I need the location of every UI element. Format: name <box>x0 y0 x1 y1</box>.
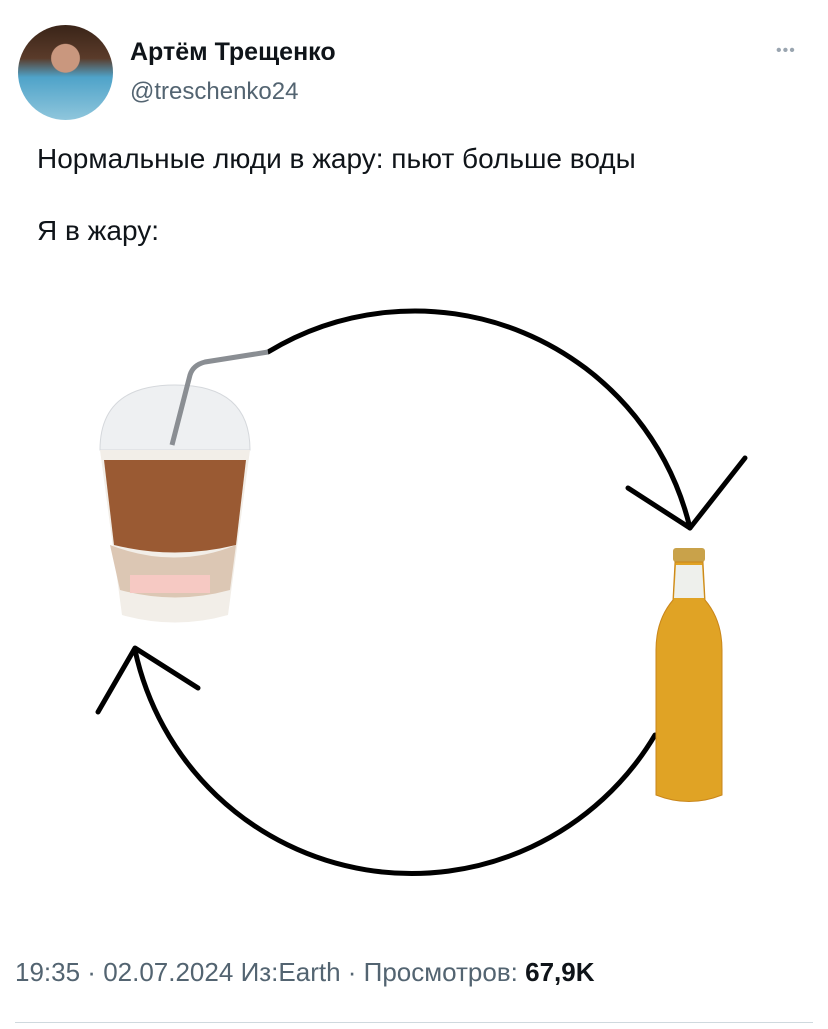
separator: · <box>80 957 104 987</box>
iced-coffee-image <box>99 349 269 623</box>
bottom-arrowhead <box>95 645 201 715</box>
avatar[interactable] <box>18 25 113 120</box>
beer-bottle-image <box>655 548 723 802</box>
author-name[interactable]: Артём Трещенко <box>130 38 336 66</box>
divider <box>15 1022 813 1023</box>
views-count[interactable]: 67,9K <box>525 957 595 987</box>
tweet-date[interactable]: 02.07.2024 <box>103 957 234 987</box>
author-handle[interactable]: @treschenko24 <box>130 78 299 105</box>
more-options-icon[interactable]: ••• <box>776 42 796 59</box>
tweet-meta: 19:35 · 02.07.2024 Из:Earth · Просмотров… <box>15 957 595 988</box>
tweet-source: Из:Earth <box>240 957 341 987</box>
tweet-text-line1: Нормальные люди в жару: пьют больше воды <box>37 143 636 174</box>
tweet-text-line2: Я в жару: <box>37 215 159 246</box>
top-arrow-arc <box>265 308 693 531</box>
top-arrowhead <box>625 455 748 531</box>
bottom-arrow-arc <box>132 647 658 876</box>
tweet-time[interactable]: 19:35 <box>15 957 81 987</box>
tweet-image[interactable] <box>0 280 828 900</box>
views-label: Просмотров: <box>363 957 518 987</box>
separator: · <box>340 957 364 987</box>
